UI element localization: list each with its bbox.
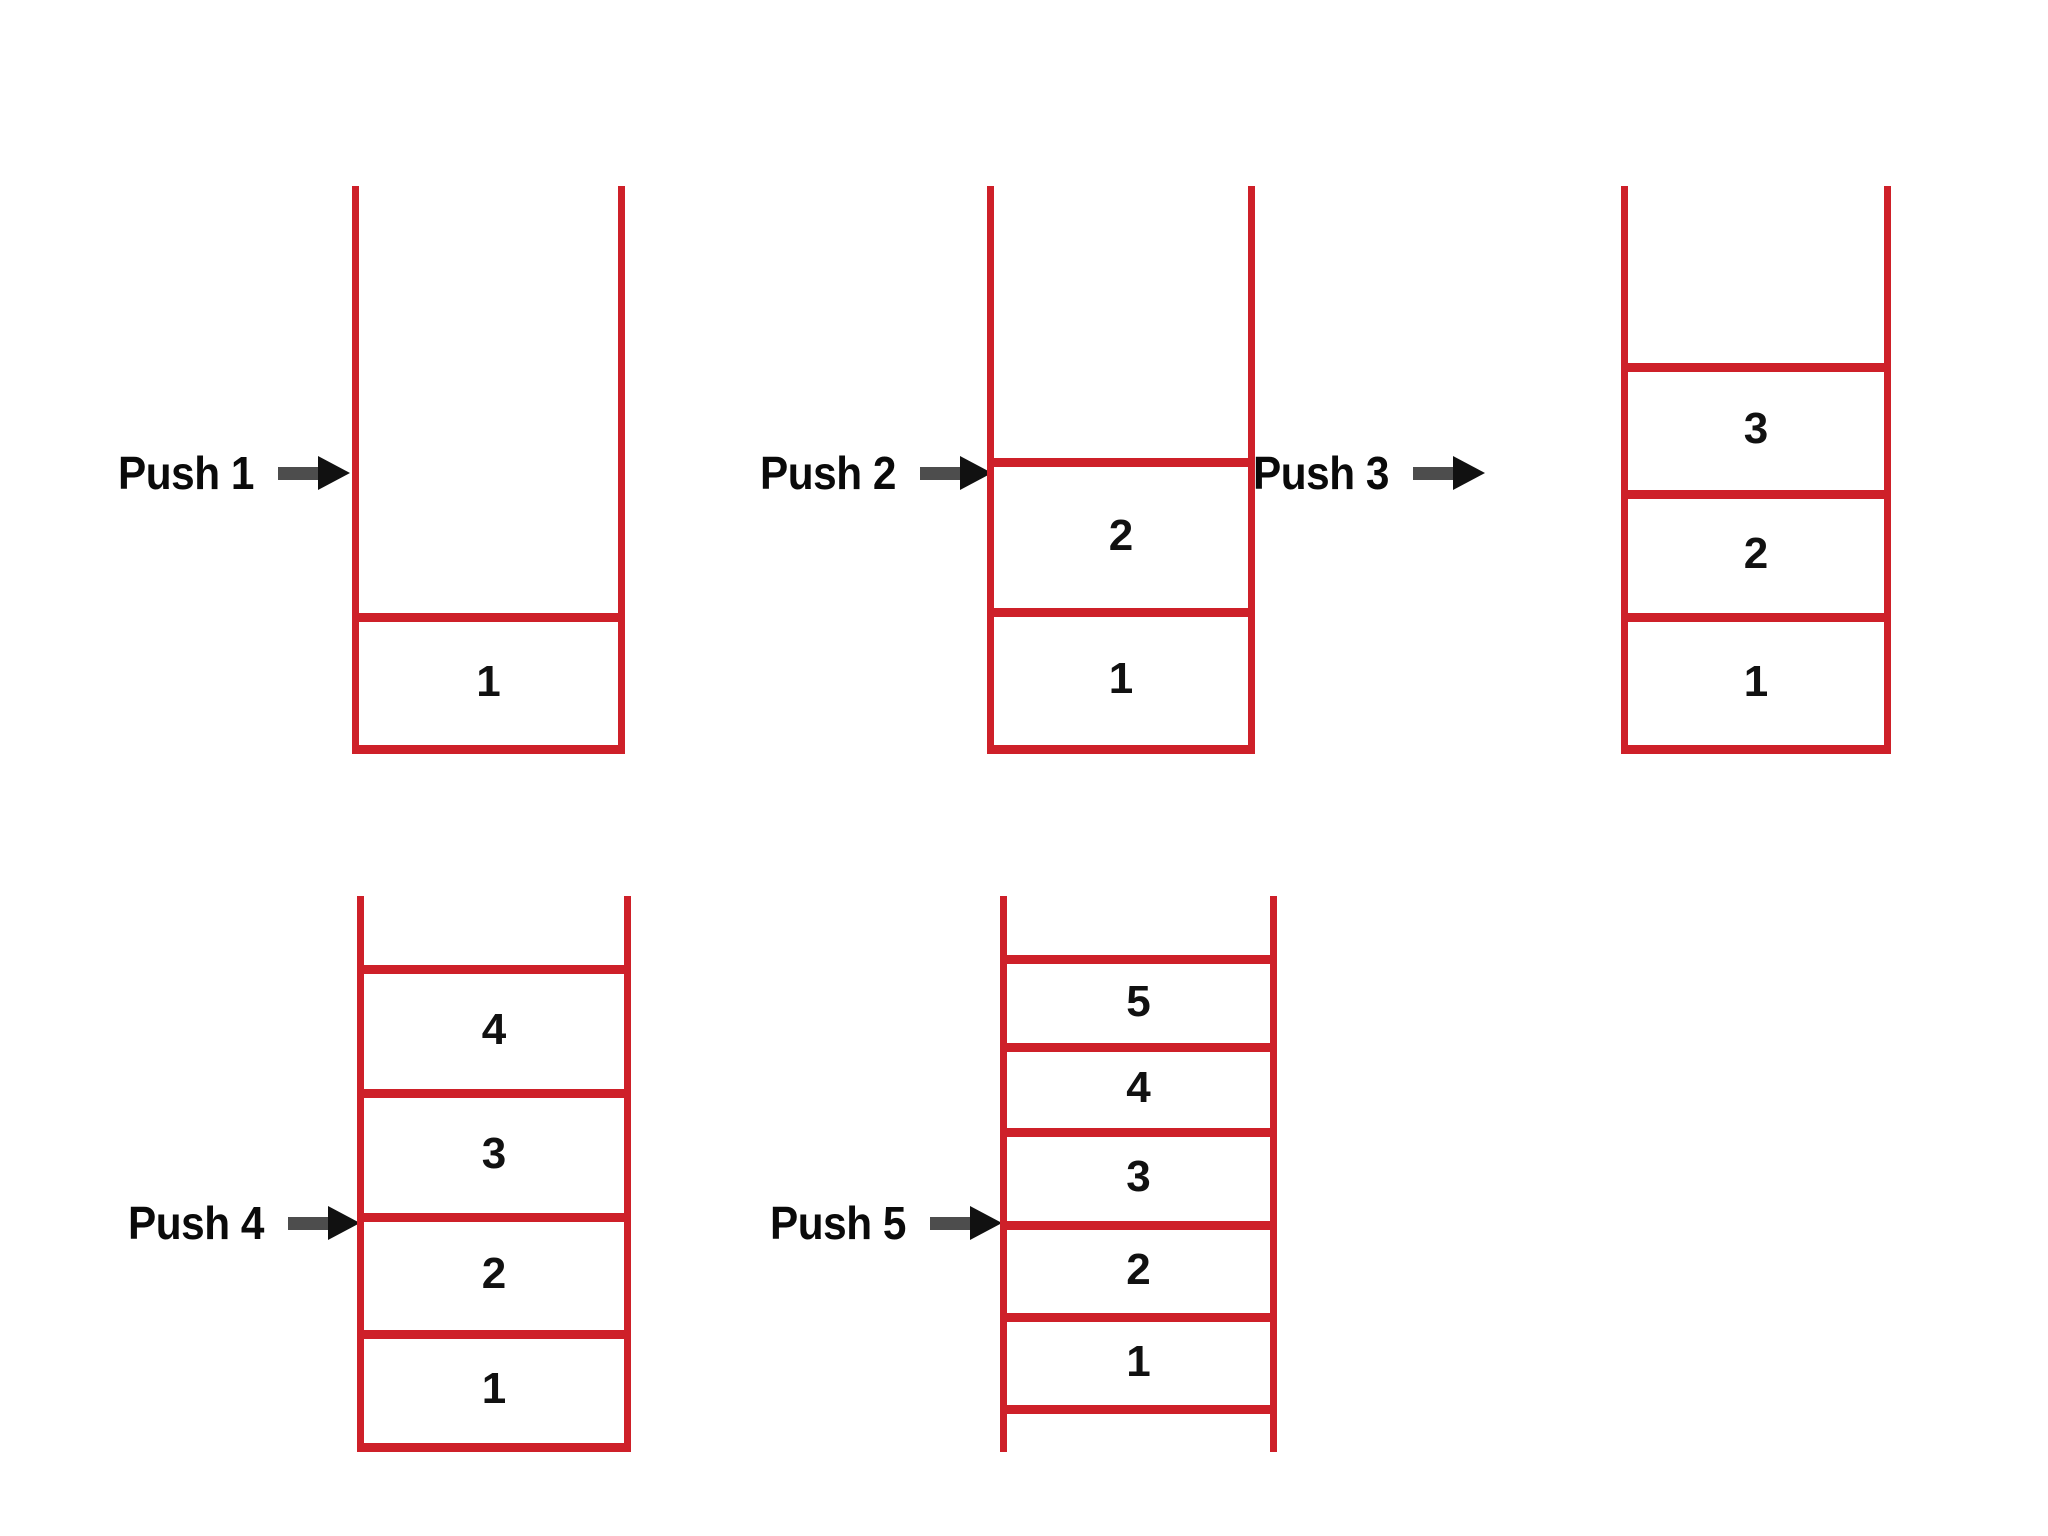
stack-wall-left — [357, 896, 364, 1452]
stack-base — [352, 745, 625, 754]
stack-base — [1621, 745, 1891, 754]
stack-wall-right — [1270, 896, 1277, 1452]
stack-base — [987, 745, 1255, 754]
right-arrow-icon — [929, 1206, 1002, 1240]
stack-push-4: 4 3 2 1 — [357, 896, 631, 1452]
push-label-5-text: Push 5 — [770, 1197, 907, 1249]
stack-push-2: 2 1 — [987, 186, 1255, 754]
right-arrow-icon — [919, 456, 992, 490]
arrow-shaft — [1412, 467, 1459, 480]
stack-cell-value: 2 — [1108, 510, 1134, 560]
arrow-head — [959, 456, 992, 490]
stack-cell-value: 3 — [481, 1128, 507, 1178]
stack-cell: 1 — [357, 1330, 631, 1443]
stack-cell-value: 3 — [1743, 404, 1769, 453]
stack-push-1: 1 — [352, 186, 625, 754]
stack-cell-value: 1 — [481, 1364, 507, 1413]
arrow-head — [317, 456, 350, 490]
stack-wall-left — [987, 186, 994, 754]
stack-cell: 2 — [987, 458, 1255, 608]
push-label-3-text: Push 3 — [1253, 447, 1390, 499]
push-label-3: Push 3 — [1253, 446, 1485, 500]
stack-cell: 4 — [1000, 1043, 1277, 1128]
stack-cell: 2 — [1000, 1221, 1277, 1313]
stack-cell: 1 — [1000, 1313, 1277, 1405]
stack-wall-right — [1884, 186, 1891, 754]
stack-wall-right — [1248, 186, 1255, 754]
stack-cell-value: 2 — [481, 1249, 507, 1298]
right-arrow-icon — [277, 456, 350, 490]
stack-base — [357, 1443, 631, 1452]
stack-push-5: 5 4 3 2 1 — [1000, 896, 1277, 1452]
stack-cell: 3 — [357, 1089, 631, 1213]
right-arrow-icon — [1412, 456, 1485, 490]
push-label-1-text: Push 1 — [118, 447, 255, 499]
push-label-2-text: Push 2 — [760, 447, 897, 499]
stack-cell-value: 2 — [1126, 1244, 1151, 1294]
push-label-2: Push 2 — [760, 446, 992, 500]
stack-cell: 2 — [357, 1213, 631, 1330]
arrow-shaft — [929, 1217, 976, 1230]
stack-wall-right — [624, 896, 631, 1452]
stack-cell: 1 — [1621, 613, 1891, 745]
stack-wall-right — [618, 186, 625, 754]
stack-cell: 2 — [1621, 490, 1891, 613]
push-label-1: Push 1 — [118, 446, 350, 500]
arrow-head — [1452, 456, 1485, 490]
arrow-head — [327, 1206, 360, 1240]
stack-base — [1000, 1405, 1277, 1414]
stack-cell: 4 — [357, 965, 631, 1089]
stack-cell-value: 4 — [481, 1004, 507, 1054]
stack-wall-left — [352, 186, 359, 754]
stack-cell-value: 3 — [1126, 1152, 1151, 1201]
arrow-shaft — [919, 467, 966, 480]
stack-cell-value: 5 — [1126, 976, 1151, 1026]
push-label-5: Push 5 — [770, 1196, 1002, 1250]
stack-push-3: 3 2 1 — [1621, 186, 1891, 754]
stack-cell: 1 — [352, 613, 625, 745]
arrow-shaft — [287, 1217, 334, 1230]
stack-cell-value: 1 — [1743, 656, 1769, 706]
stack-wall-left — [1621, 186, 1628, 754]
stack-cell-value: 1 — [1108, 654, 1134, 703]
push-label-4-text: Push 4 — [128, 1197, 265, 1249]
stack-wall-left — [1000, 896, 1007, 1452]
stack-cell-value: 1 — [476, 656, 501, 706]
arrow-shaft — [277, 467, 324, 480]
stack-cell-value: 1 — [1126, 1336, 1151, 1386]
right-arrow-icon — [287, 1206, 360, 1240]
stack-cell: 3 — [1621, 363, 1891, 490]
push-label-4: Push 4 — [128, 1196, 360, 1250]
stack-cell: 5 — [1000, 955, 1277, 1043]
stack-cell: 3 — [1000, 1128, 1277, 1221]
stack-cell-value: 4 — [1126, 1063, 1151, 1112]
stack-cell-value: 2 — [1743, 529, 1769, 578]
arrow-head — [969, 1206, 1002, 1240]
stack-cell: 1 — [987, 608, 1255, 745]
